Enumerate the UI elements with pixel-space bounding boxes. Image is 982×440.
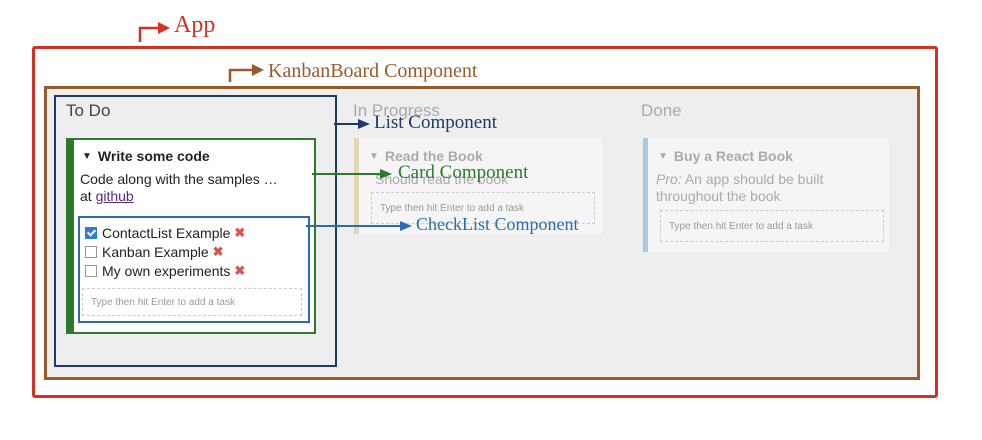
task-item: Kanban Example ✖ bbox=[85, 242, 245, 261]
app-boundary-box bbox=[32, 46, 938, 398]
card-description-write-some-code: Code along with the samples … at github bbox=[80, 171, 305, 205]
card-description-buy-react-book: Pro: An app should be built throughout t… bbox=[656, 171, 886, 205]
task-checkbox[interactable] bbox=[85, 245, 97, 258]
description-line-1: An app should be built bbox=[684, 171, 824, 187]
github-link[interactable]: github bbox=[95, 188, 134, 204]
task-input-done[interactable]: Type then hit Enter to add a task bbox=[660, 210, 884, 242]
list-component-box bbox=[54, 95, 337, 367]
annotation-list-component: List Component bbox=[374, 112, 497, 133]
column-title-todo: To Do bbox=[66, 101, 111, 120]
caret-down-icon[interactable]: ▼ bbox=[369, 151, 379, 162]
task-item: My own experiments ✖ bbox=[85, 261, 245, 280]
delete-x-icon[interactable]: ✖ bbox=[234, 224, 246, 240]
pro-label: Pro: bbox=[656, 171, 682, 187]
annotation-kanban-board: KanbanBoard Component bbox=[268, 60, 478, 82]
column-title-in-progress: In Progress bbox=[353, 101, 440, 120]
arrow-right-icon bbox=[138, 26, 160, 42]
task-input-todo[interactable]: Type then hit Enter to add a task bbox=[82, 288, 302, 316]
card-write-some-code[interactable] bbox=[66, 138, 316, 334]
task-label: ContactList Example bbox=[102, 224, 231, 241]
caret-down-icon[interactable]: ▼ bbox=[658, 151, 668, 162]
card-read-the-book[interactable]: ▼Read the Book Should read the book Type… bbox=[354, 138, 602, 234]
card-buy-react-book[interactable]: ▼Buy a React Book Pro: An app should be … bbox=[643, 138, 889, 252]
delete-x-icon[interactable]: ✖ bbox=[234, 262, 246, 278]
annotation-checklist-component: CheckList Component bbox=[416, 214, 579, 234]
delete-x-icon[interactable]: ✖ bbox=[212, 243, 224, 259]
description-text: Code along with the samples … bbox=[80, 171, 278, 187]
annotation-card-component: Card Component bbox=[398, 162, 529, 183]
checklist: ContactList Example ✖ Kanban Example ✖ M… bbox=[85, 223, 245, 280]
task-item: ContactList Example ✖ bbox=[85, 223, 245, 242]
checklist-component-box bbox=[78, 216, 310, 323]
card-title-read-the-book: ▼Read the Book bbox=[369, 148, 483, 164]
card-description-read-the-book: Should read the book bbox=[375, 171, 509, 187]
task-input-in-progress[interactable]: Type then hit Enter to add a task bbox=[371, 192, 595, 224]
task-checkbox[interactable] bbox=[85, 226, 97, 239]
task-label: My own experiments bbox=[102, 262, 231, 279]
card-title-write-some-code: ▼Write some code bbox=[82, 148, 210, 164]
task-checkbox[interactable] bbox=[85, 264, 97, 277]
description-at: at bbox=[80, 188, 92, 204]
description-line-2: throughout the book bbox=[656, 188, 781, 204]
annotation-app: App bbox=[174, 12, 216, 38]
arrow-right-icon bbox=[158, 22, 170, 34]
column-title-done: Done bbox=[641, 101, 682, 120]
caret-down-icon[interactable]: ▼ bbox=[82, 151, 92, 162]
card-title-buy-react-book: ▼Buy a React Book bbox=[658, 148, 793, 164]
task-label: Kanban Example bbox=[102, 243, 209, 260]
